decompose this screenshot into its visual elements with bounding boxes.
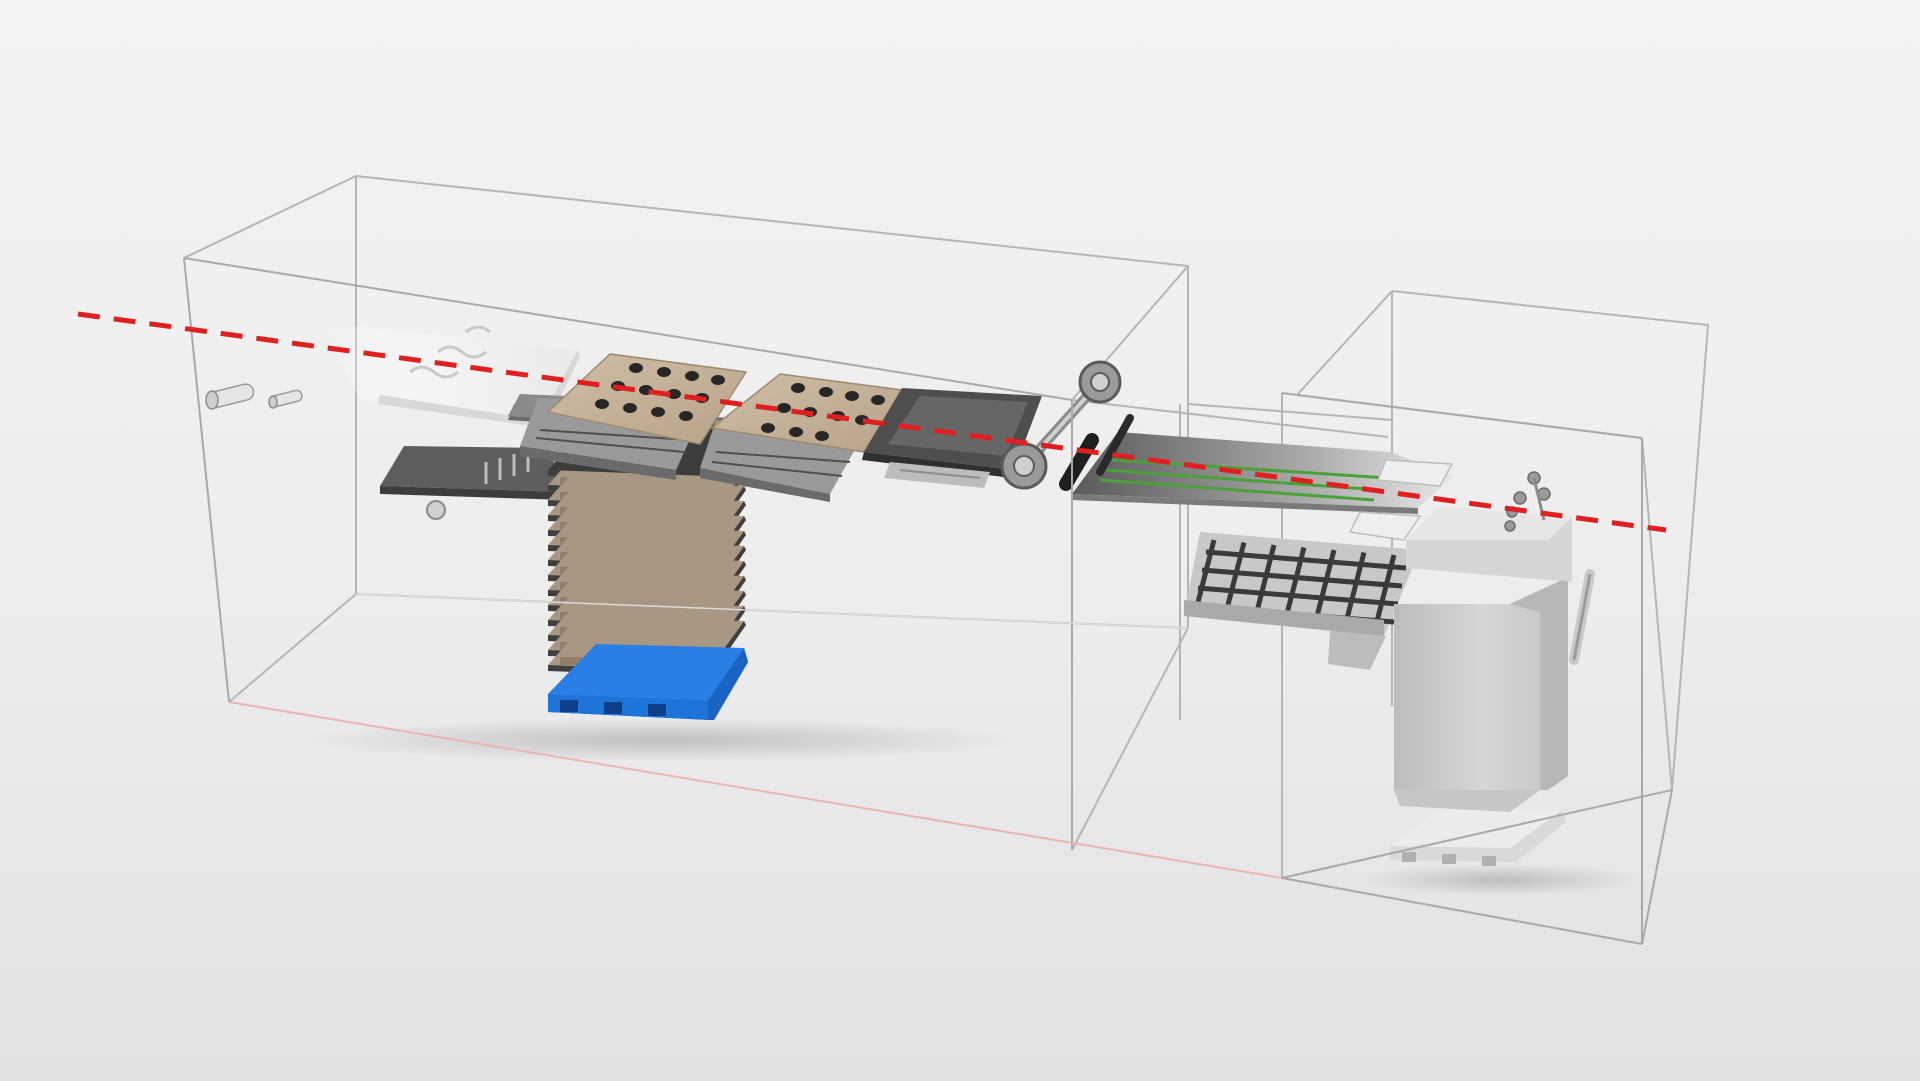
- tray-hole: [685, 371, 699, 381]
- tray-hole: [871, 395, 885, 405]
- tray-hole: [791, 383, 805, 393]
- exit-conveyor: [1059, 414, 1454, 541]
- tray-hole: [819, 387, 833, 397]
- stacking-grid: [1184, 532, 1420, 670]
- tray-hole: [679, 411, 693, 421]
- forming-station-2: [700, 373, 904, 502]
- transport-roller: [1000, 360, 1122, 490]
- grid-rail: [1197, 585, 1399, 607]
- film-web: [320, 322, 578, 420]
- blue-pallet: [548, 644, 748, 720]
- floor-line-back: [355, 593, 1189, 629]
- forming-station-1: [520, 353, 748, 480]
- tray-hole: [629, 363, 643, 373]
- preheat-platen: [380, 446, 566, 520]
- grid-rail: [1201, 567, 1403, 589]
- film-rollers: [409, 325, 491, 379]
- enclosure-front-edges: [183, 257, 1673, 945]
- tray-cavity: [560, 657, 588, 665]
- floor-shadow-right: [1360, 864, 1640, 896]
- tray-hole: [789, 427, 803, 437]
- floor-shadow: [300, 718, 1020, 762]
- tray-hole: [777, 403, 791, 413]
- film-web-edge: [378, 350, 580, 428]
- floor-line: [228, 701, 1283, 879]
- tray-holes-2: [761, 383, 885, 441]
- tray-hole: [845, 391, 859, 401]
- robot-cabinet: [1394, 471, 1595, 790]
- tray-hole: [815, 431, 829, 441]
- grid-rail: [1205, 549, 1407, 571]
- punching-station: [862, 388, 1042, 488]
- tray-hole: [651, 407, 665, 417]
- tray-hole: [623, 403, 637, 413]
- tray-hole: [667, 389, 681, 399]
- process-line: [77, 311, 1667, 533]
- tray-hole: [761, 423, 775, 433]
- tray-hole: [657, 367, 671, 377]
- output-pallet: [1390, 790, 1566, 866]
- tray-hole: [711, 375, 725, 385]
- tray-hole: [595, 399, 609, 409]
- film-roll-feed-icon: [205, 383, 303, 410]
- tray-layer-edge: [548, 621, 746, 677]
